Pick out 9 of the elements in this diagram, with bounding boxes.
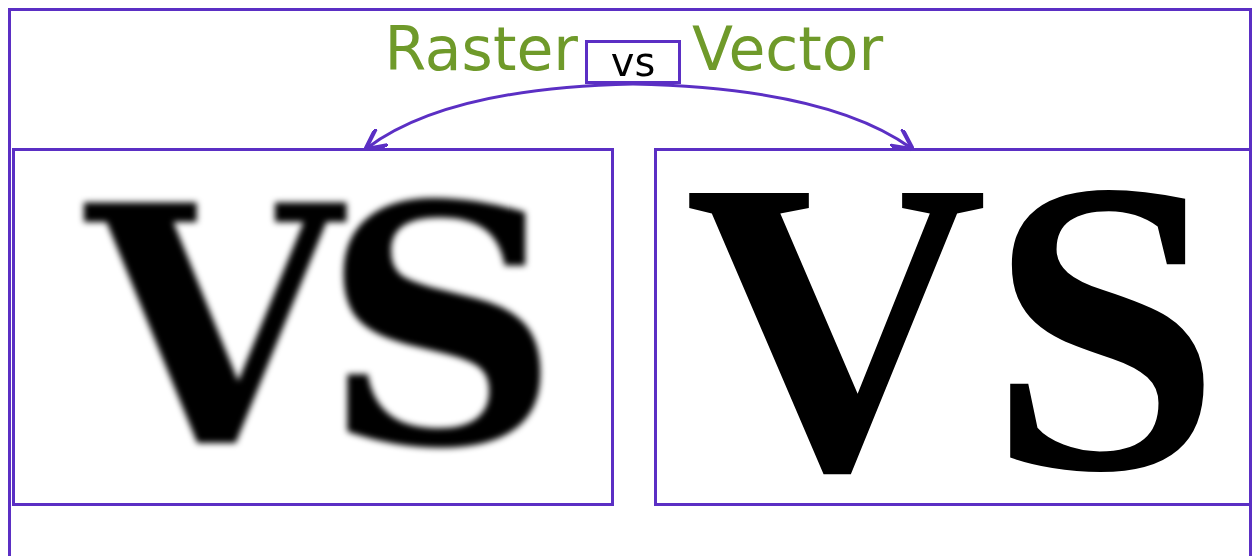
heading-word: Vector — [692, 14, 884, 84]
small-label-box — [585, 40, 681, 84]
smooth-letters: VS — [684, 117, 1222, 537]
smooth-letters-box — [654, 148, 1252, 506]
box-label: vs — [610, 42, 656, 82]
curved-arrow — [632, 82, 915, 152]
heading-word: Raster — [384, 14, 578, 84]
pixelated-letters: VS — [85, 162, 541, 492]
pixelated-letters-box — [12, 148, 614, 506]
